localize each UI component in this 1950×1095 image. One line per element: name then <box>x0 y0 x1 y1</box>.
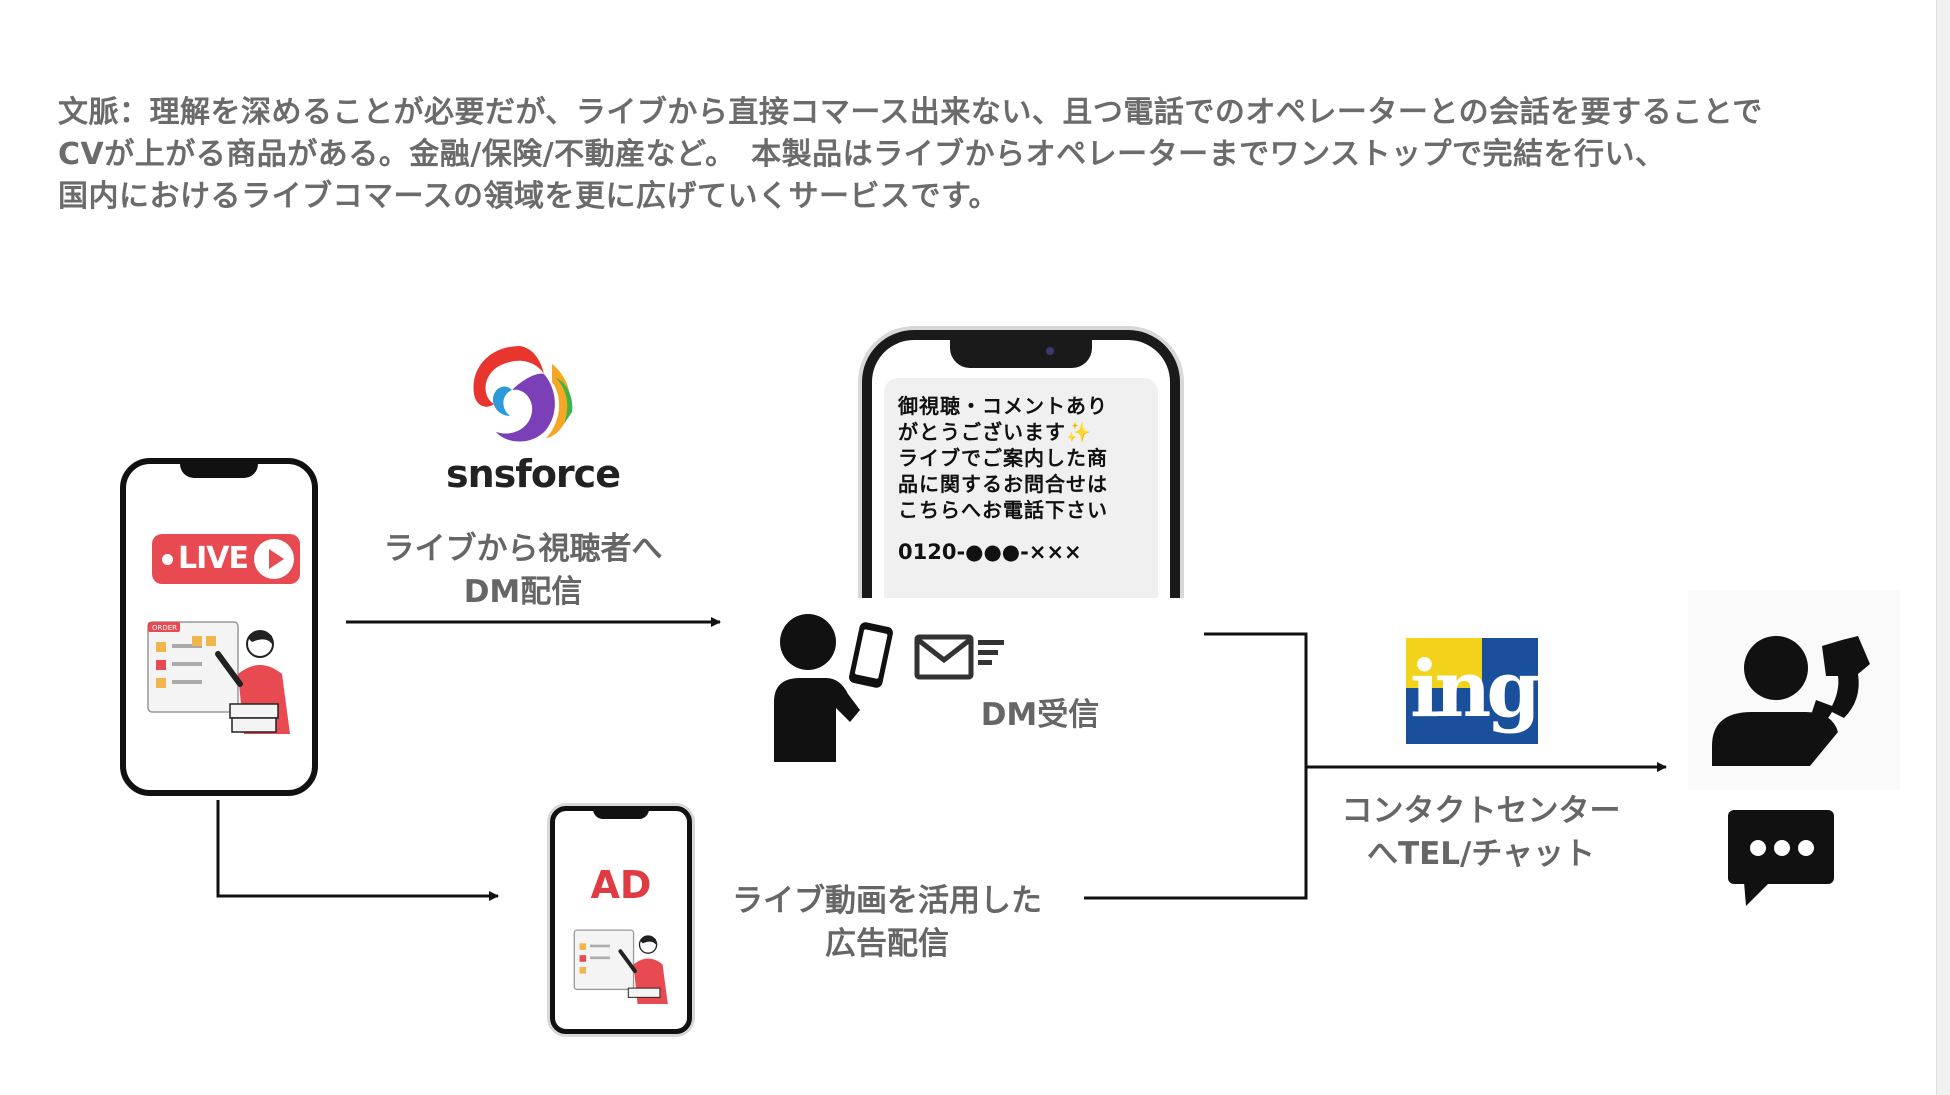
snsforce-logo-icon <box>473 346 573 442</box>
phone-notch <box>593 811 649 819</box>
operator-headset-icon <box>1712 636 1870 766</box>
live-phone: LIVE ORDER <box>120 458 318 796</box>
order-illustration: ORDER <box>147 621 290 734</box>
message-iphone: 御視聴・コメントあり がとうございます✨ ライブでご案内した商 品に関するお問合… <box>862 330 1180 620</box>
live-dot-icon <box>162 554 173 565</box>
dm-message-text: 御視聴・コメントあり がとうございます✨ ライブでご案内した商 品に関するお問合… <box>898 397 1108 524</box>
ing-logo-yellow <box>1406 638 1482 688</box>
arrow-ad <box>216 800 499 901</box>
svg-text:ORDER: ORDER <box>152 624 177 632</box>
scrollbar-edge <box>1936 0 1950 1095</box>
context-paragraph: 文脈：理解を深めることが必要だが、ライブから直接コマース出来ない、且つ電話でのオ… <box>58 92 1908 218</box>
iphone-notch <box>950 340 1092 368</box>
ad-badge: AD <box>590 863 652 907</box>
phone-notch <box>180 464 258 478</box>
dm-delivery-label: ライブから視聴者へ DM配信 <box>358 528 688 614</box>
ing-logo: ing <box>1406 638 1538 744</box>
mail-icon <box>914 634 1004 680</box>
ad-illustration <box>573 929 668 1004</box>
paragraph-line: 文脈：理解を深めることが必要だが、ライブから直接コマース出来ない、且つ電話でのオ… <box>58 95 1763 130</box>
paragraph-line: CVが上がる商品がある。金融/保険/不動産など。 本製品はライブからオペレーター… <box>58 137 1666 172</box>
iphone-cutoff <box>855 598 1200 628</box>
live-badge: LIVE <box>152 534 300 584</box>
contact-center-line2: へTEL/チャット <box>1366 836 1596 872</box>
dm-message-bubble: 御視聴・コメントあり がとうございます✨ ライブでご案内した商 品に関するお問合… <box>884 378 1158 620</box>
snsforce-wordmark: snsforce <box>446 452 621 496</box>
dm-receive-label: DM受信 <box>980 697 1100 733</box>
ad-delivery-line2: 広告配信 <box>825 926 949 962</box>
live-badge-text: LIVE <box>178 541 249 576</box>
ing-wordmark: ing <box>1410 644 1538 735</box>
dm-delivery-line1: ライブから視聴者へ <box>383 531 663 567</box>
contact-center-line1: コンタクトセンター <box>1341 793 1621 829</box>
paragraph-line: 国内におけるライブコマースの領域を更に広げていくサービスです。 <box>58 179 999 214</box>
ad-delivery-label: ライブ動画を活用した 広告配信 <box>712 880 1062 966</box>
line-dm-to-center <box>1084 632 1308 900</box>
ad-delivery-line1: ライブ動画を活用した <box>732 883 1042 919</box>
chat-bubble-icon <box>1728 810 1834 906</box>
dm-phone-number: 0120-●●●-××× <box>898 540 1082 564</box>
contact-center-label: コンタクトセンター へTEL/チャット <box>1326 790 1636 876</box>
dm-delivery-line2: DM配信 <box>463 574 583 610</box>
play-icon <box>254 539 294 579</box>
ad-phone: AD <box>550 806 692 1034</box>
person-phone-icon <box>774 614 893 762</box>
